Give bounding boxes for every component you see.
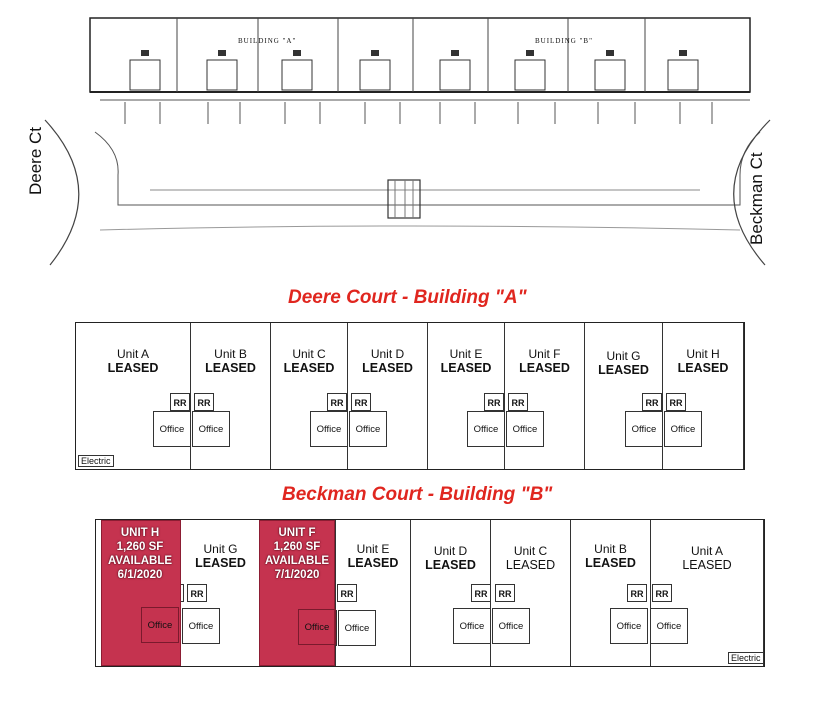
restroom: RR [327,393,347,411]
available-unit-f-highlight[interactable] [259,520,335,666]
restroom: RR [666,393,686,411]
office: Office [664,411,702,447]
restroom: RR [627,584,647,602]
unit-status: LEASED [682,558,732,572]
office: Office [492,608,530,644]
office: Office [650,608,688,644]
available-unit-date: 7/1/2020 [274,569,320,581]
restroom: RR [495,584,515,602]
unit-status: LEASED [505,558,556,572]
unit-name: Unit H [686,347,720,361]
office: Office [467,411,505,447]
electric-room: Electric [728,652,764,664]
available-unit-date: 6/1/2020 [117,569,163,581]
building-b-tag: BUILDING "B" [535,37,593,45]
unit-name: Unit E [356,542,390,556]
restroom: RR [484,393,504,411]
unit-status: LEASED [425,558,476,572]
office: Office [349,411,387,447]
office: Office [153,411,191,447]
office: Office [338,610,376,646]
restroom: RR [187,584,207,602]
street-beckman-ct: Beckman Ct [747,152,766,245]
street-deere-ct: Deere Ct [26,126,45,195]
restroom: RR [642,393,662,411]
office: Office [310,411,348,447]
unit-name: Unit F [528,347,561,361]
unit-name: Unit C [292,347,326,361]
unit-status: LEASED [283,361,335,375]
office: Office [506,411,544,447]
available-unit-name: UNIT F [278,527,316,539]
unit-status: LEASED [440,361,492,375]
office: Office [625,411,663,447]
unit-status: LEASED [677,361,729,375]
unit-name: Unit B [214,347,247,361]
available-unit-status: AVAILABLE [107,555,173,567]
unit-name: Unit G [606,349,641,363]
unit-status: LEASED [195,556,246,570]
available-unit-size: 1,260 SF [116,541,164,553]
unit-status: LEASED [347,556,399,570]
electric-room: Electric [78,455,114,467]
restroom: RR [652,584,672,602]
building-a-tag: BUILDING "A" [238,37,297,45]
unit-status: LEASED [205,361,256,375]
office: Office [182,608,220,644]
unit-name: Unit D [433,544,468,558]
available-unit-f-label: UNIT F 1,260 SF AVAILABLE 7/1/2020 [259,526,335,582]
unit-status: LEASED [362,361,413,375]
building-a-title: Deere Court - Building "A" [288,287,527,308]
office: Office [141,607,179,643]
unit-status: LEASED [585,556,636,570]
office: Office [610,608,648,644]
available-unit-status: AVAILABLE [264,555,330,567]
available-unit-size: 1,260 SF [273,541,321,553]
available-unit-name: UNIT H [120,527,160,539]
available-unit-h-label: UNIT H 1,260 SF AVAILABLE 6/1/2020 [101,526,179,582]
unit-name: Unit B [594,542,627,556]
unit-status: LEASED [107,361,159,375]
restroom: RR [170,393,190,411]
unit-name: Unit G [203,542,238,556]
unit-name: Unit D [370,347,405,361]
restroom: RR [351,393,371,411]
unit-name: Unit A [116,347,149,361]
building-b-unit-f [261,520,336,666]
office: Office [453,608,491,644]
unit-status: LEASED [519,361,570,375]
office: Office [298,609,336,645]
restroom: RR [508,393,528,411]
restroom: RR [194,393,214,411]
restroom: RR [337,584,357,602]
restroom: RR [471,584,491,602]
unit-name: Unit E [449,347,483,361]
office: Office [192,411,230,447]
unit-name: Unit C [513,544,548,558]
building-b-title: Beckman Court - Building "B" [282,484,553,505]
site-plan-drawing [44,17,771,266]
unit-name: Unit A [690,544,723,558]
unit-status: LEASED [598,363,649,377]
